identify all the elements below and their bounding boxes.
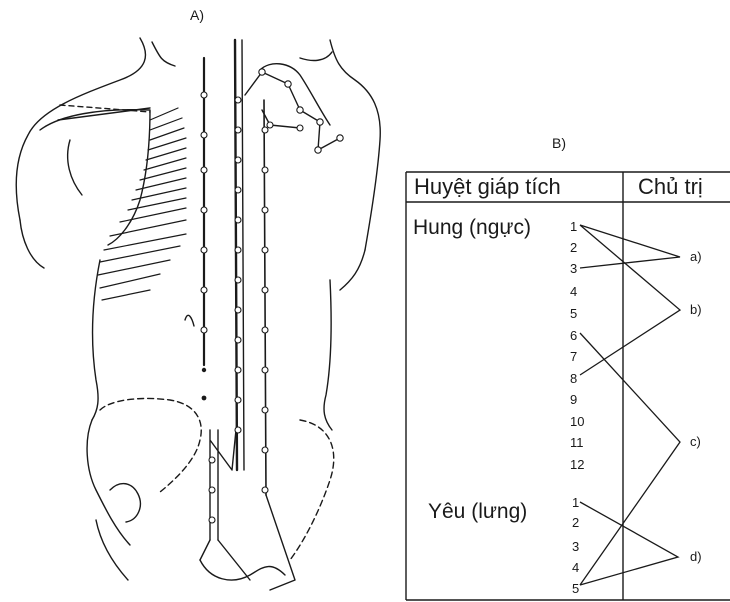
header-indications: Chủ trị	[638, 174, 703, 199]
thoracic-number: 2	[570, 240, 577, 255]
thoracic-number: 12	[570, 457, 584, 472]
thoracic-number: 5	[570, 306, 577, 321]
lumbar-number-list: 1 2 3 4 5	[572, 495, 579, 596]
lumbar-number: 1	[572, 495, 579, 510]
acupoint-dots	[201, 69, 343, 523]
lumbar-number: 2	[572, 515, 579, 530]
thoracic-number: 3	[570, 261, 577, 276]
indication-labels: a) b) c) d)	[690, 249, 702, 564]
thoracic-number: 6	[570, 328, 577, 343]
connector-a	[580, 225, 680, 268]
lumbar-number: 5	[572, 581, 579, 596]
indication-d: d)	[690, 549, 702, 564]
connector-c	[580, 333, 680, 585]
indication-c: c)	[690, 434, 701, 449]
header-acupoints: Huyệt giáp tích	[414, 174, 561, 199]
back-figure-drawing	[16, 38, 380, 580]
thoracic-number: 1	[570, 219, 577, 234]
thoracic-number: 7	[570, 349, 577, 364]
thoracic-number: 8	[570, 371, 577, 386]
connector-b	[580, 225, 680, 375]
thoracic-number-list: 1 2 3 4 5 6 7 8 9 10 11 12	[570, 219, 584, 472]
indication-connectors	[580, 225, 680, 585]
panel-a-label: A)	[190, 7, 204, 23]
thoracic-number: 4	[570, 284, 577, 299]
lumbar-label: Yêu (lưng)	[428, 500, 527, 523]
indication-a: a)	[690, 249, 702, 264]
thoracic-number: 11	[570, 435, 584, 450]
indication-b: b)	[690, 302, 702, 317]
lumbar-number: 3	[572, 539, 579, 554]
lumbar-number: 4	[572, 560, 579, 575]
panel-b-label: B)	[552, 135, 566, 151]
thoracic-number: 10	[570, 414, 584, 429]
thoracic-number: 9	[570, 392, 577, 407]
thoracic-label: Hung (ngực)	[413, 216, 531, 239]
